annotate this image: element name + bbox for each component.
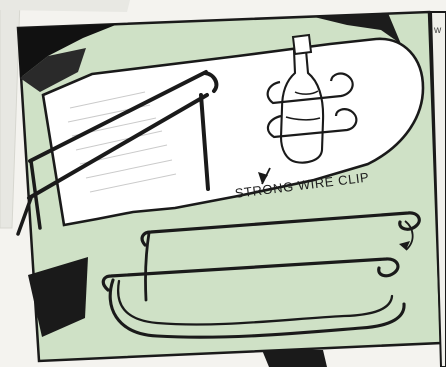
right-edge-text: w [433,25,442,36]
bottle-cap-icon [293,35,311,54]
top-neighbor-panel [0,0,130,12]
bottom-strip [262,350,327,367]
